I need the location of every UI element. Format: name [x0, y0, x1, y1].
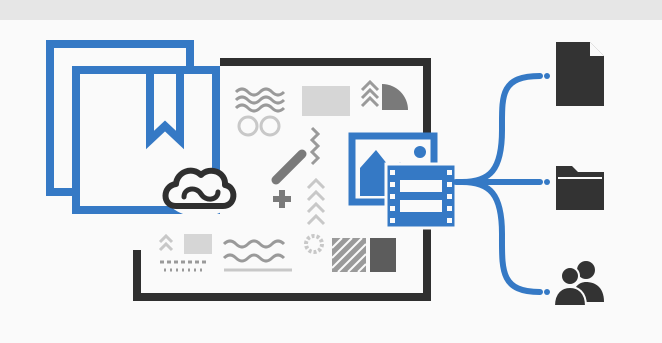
hatched-square: [332, 238, 366, 272]
wave-pattern-bottom: [224, 255, 284, 261]
film-body: [386, 164, 456, 228]
film-frame-bottom: [400, 200, 442, 212]
circle-pattern: [239, 117, 257, 135]
plus-pattern: [273, 190, 291, 208]
film-frame-top: [400, 180, 442, 192]
chevron-pattern: [362, 82, 378, 106]
connector-dot-middle: [544, 179, 550, 185]
zigzag-pattern: [312, 128, 318, 164]
document-fold: [590, 42, 604, 56]
wave-pattern: [236, 89, 284, 95]
stipple-block: [302, 86, 350, 116]
quarter-circle: [382, 84, 408, 110]
dark-swatch: [370, 238, 396, 272]
share-connector: [456, 73, 550, 295]
wave-pattern: [236, 97, 284, 103]
wave-pattern: [236, 105, 284, 111]
connector-dot-bottom: [544, 289, 550, 295]
wave-pattern-bottom: [224, 241, 284, 247]
diagonal-bar: [276, 154, 302, 180]
stipple-small: [184, 234, 212, 254]
film-strip-icon: [386, 164, 456, 228]
people-icon: [554, 261, 604, 306]
connector-dot-top: [544, 73, 550, 79]
gear-pattern: [306, 236, 322, 252]
circle-pattern: [261, 117, 279, 135]
folder-body: [556, 166, 604, 210]
arrow-stack-pattern: [308, 180, 324, 224]
person-front-head: [561, 267, 579, 285]
folder-icon: [556, 166, 604, 210]
creative-cloud-icon: [164, 167, 236, 217]
document-icon: [556, 42, 604, 106]
image-sun: [414, 146, 426, 158]
